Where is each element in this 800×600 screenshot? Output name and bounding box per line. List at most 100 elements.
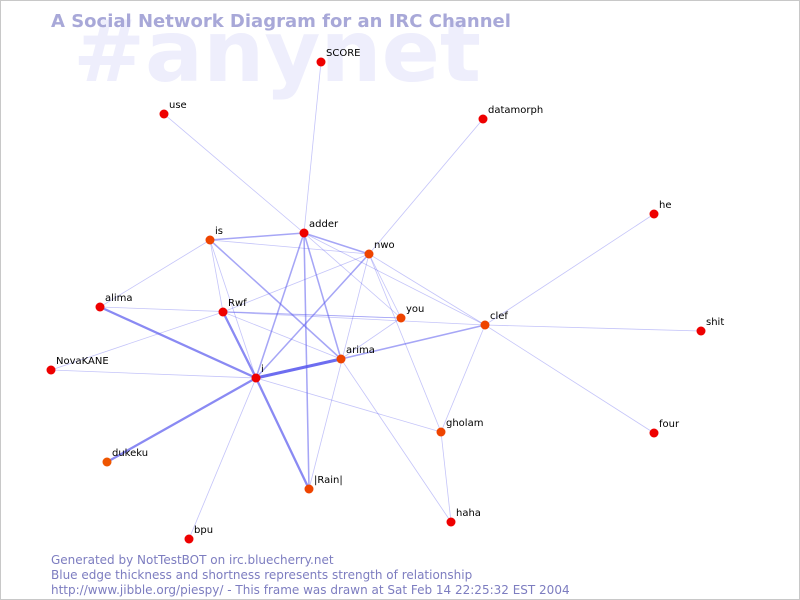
node-dot-bpu xyxy=(184,534,194,544)
node-he: he xyxy=(649,200,672,219)
node-label-Rain: |Rain| xyxy=(314,475,343,486)
node-label-SCORE: SCORE xyxy=(326,48,360,59)
node-dot-four xyxy=(649,428,659,438)
edge-adder-you xyxy=(303,232,402,319)
edge-i-nwo xyxy=(255,253,370,379)
node-label-bpu: bpu xyxy=(194,525,213,536)
node-four: four xyxy=(649,419,680,438)
node-label-clef: clef xyxy=(490,311,508,322)
node-i: i xyxy=(251,364,264,383)
node-is: is xyxy=(205,226,223,245)
node-arima: arima xyxy=(336,345,375,364)
node-dot-SCORE xyxy=(316,57,326,67)
node-SCORE: SCORE xyxy=(316,48,360,67)
node-label-is: is xyxy=(215,226,223,237)
edge-arima-Rwf xyxy=(222,311,342,360)
footer-url-timestamp: http://www.jibble.org/piespy/ - This fra… xyxy=(51,583,570,597)
edge-is-nwo xyxy=(209,239,370,255)
node-use: use xyxy=(159,100,187,119)
edge-gholam-haha xyxy=(440,431,452,523)
node-label-you: you xyxy=(406,304,424,315)
node-bpu: bpu xyxy=(184,525,213,544)
node-label-nwo: nwo xyxy=(374,240,395,251)
edge-nwo-you xyxy=(368,253,402,319)
edge-i-bpu xyxy=(188,377,257,540)
node-dot-Rwf xyxy=(218,307,228,317)
edge-Rain-nwo xyxy=(308,253,370,490)
node-label-Rwf: Rwf xyxy=(228,298,247,309)
node-clef: clef xyxy=(480,311,508,330)
edge-nwo-clef xyxy=(368,253,486,326)
edge-is-Rwf xyxy=(209,239,224,313)
edge-i-alima xyxy=(98,305,258,380)
edge-is-adder xyxy=(209,232,305,241)
edge-clef-gholam xyxy=(440,324,486,433)
node-you: you xyxy=(396,304,424,323)
node-label-gholam: gholam xyxy=(446,418,483,429)
node-label-he: he xyxy=(659,200,672,211)
node-adder: adder xyxy=(299,219,339,238)
node-label-shit: shit xyxy=(706,317,724,328)
edge-clef-four xyxy=(484,324,655,434)
edge-i-arima xyxy=(254,357,343,380)
node-dot-Rain xyxy=(304,484,314,494)
node-layer: SCORE use datamorph he adder is nwo alima Rwf you… xyxy=(46,48,724,544)
edge-i-gholam xyxy=(255,377,442,433)
channel-watermark: #anynet xyxy=(73,2,481,102)
edge-adder-clef xyxy=(303,232,486,326)
node-dot-nwo xyxy=(364,249,374,259)
edge-i-NovaKANE xyxy=(50,369,257,379)
edge-arima-haha xyxy=(340,358,452,523)
node-label-adder: adder xyxy=(309,219,339,230)
edge-adder-SCORE xyxy=(303,61,322,234)
node-dukeku: dukeku xyxy=(102,448,148,467)
edge-Rwf-you xyxy=(222,311,402,319)
edge-arima-you xyxy=(340,317,402,360)
node-label-use: use xyxy=(169,100,187,111)
edge-is-arima xyxy=(209,239,342,360)
node-Rain: |Rain| xyxy=(304,475,343,494)
edge-adder-use xyxy=(163,113,305,234)
node-Rwf: Rwf xyxy=(218,298,247,317)
node-NovaKANE: NovaKANE xyxy=(46,356,109,375)
node-label-alima: alima xyxy=(105,293,133,304)
edge-adder-nwo xyxy=(303,232,370,255)
node-label-NovaKANE: NovaKANE xyxy=(56,356,109,367)
node-label-haha: haha xyxy=(456,508,481,519)
node-dot-is xyxy=(205,235,215,245)
edge-Rwf-NovaKANE xyxy=(50,311,224,371)
node-alima: alima xyxy=(95,293,133,312)
node-dot-gholam xyxy=(436,427,446,437)
edge-arima-adder xyxy=(303,232,342,360)
node-shit: shit xyxy=(696,317,724,336)
edge-arima-clef xyxy=(340,324,486,360)
edge-nwo-gholam xyxy=(368,253,442,433)
edge-i-Rain xyxy=(254,376,311,491)
node-label-arima: arima xyxy=(346,345,375,356)
footer-legend-note: Blue edge thickness and shortness repres… xyxy=(51,568,473,582)
node-dot-NovaKANE xyxy=(46,365,56,375)
node-dot-use xyxy=(159,109,169,119)
node-dot-alima xyxy=(95,302,105,312)
node-label-dukeku: dukeku xyxy=(112,448,148,459)
edge-alima-you xyxy=(99,306,402,319)
node-label-datamorph: datamorph xyxy=(488,105,543,116)
edge-nwo-datamorph xyxy=(368,118,484,255)
node-dot-he xyxy=(649,209,659,219)
node-nwo: nwo xyxy=(364,240,395,259)
edge-clef-he xyxy=(484,213,655,326)
edge-Rain-adder xyxy=(303,232,310,490)
node-label-i: i xyxy=(261,364,264,375)
node-gholam: gholam xyxy=(436,418,483,437)
edge-is-alima xyxy=(99,239,211,308)
node-dot-dukeku xyxy=(102,457,112,467)
edge-Rwf-clef xyxy=(222,311,486,326)
edge-i-adder xyxy=(255,232,305,379)
node-dot-you xyxy=(396,313,406,323)
edge-layer xyxy=(50,61,702,540)
node-datamorph: datamorph xyxy=(478,105,543,124)
node-haha: haha xyxy=(446,508,481,527)
edge-i-is xyxy=(209,239,257,379)
edge-i-Rwf xyxy=(221,310,258,380)
